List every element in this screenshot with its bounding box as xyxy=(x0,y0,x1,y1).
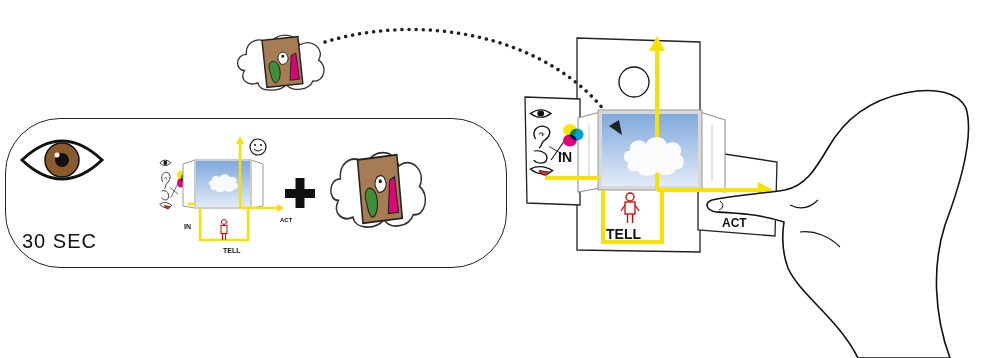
thumbnail xyxy=(719,201,723,210)
smiley xyxy=(250,139,266,155)
window xyxy=(600,112,700,188)
summary-box: 30 SEC IN ACT TELL xyxy=(5,118,507,268)
art-part xyxy=(260,144,262,146)
panel-label: IN xyxy=(184,223,191,230)
senses-icons xyxy=(160,160,188,209)
highlight xyxy=(55,153,60,158)
shutter xyxy=(251,160,263,208)
panel-label: IN xyxy=(558,150,572,164)
mini-card xyxy=(160,136,284,240)
thought-cloud xyxy=(238,35,324,90)
art-part xyxy=(223,234,226,241)
eye-icon xyxy=(22,141,102,179)
arrowheads xyxy=(236,136,284,212)
panel-label: TELL xyxy=(606,227,641,241)
window-card: IN ACT TELL xyxy=(156,141,306,259)
arrowhead xyxy=(609,120,622,135)
art-part xyxy=(250,139,266,155)
window xyxy=(195,160,251,208)
art-part xyxy=(625,202,635,214)
eye-outline xyxy=(22,141,102,179)
arrowheads xyxy=(649,36,773,198)
shutter xyxy=(183,160,195,208)
hand-outline xyxy=(707,91,968,358)
panel-label: ACT xyxy=(280,217,292,223)
dotted-arrow xyxy=(325,29,615,125)
art-part xyxy=(626,193,634,201)
shutter-pane xyxy=(712,124,713,182)
thought-cloud xyxy=(331,153,426,227)
card-panel xyxy=(577,38,700,252)
senses-icons xyxy=(530,110,583,175)
art-part xyxy=(222,220,227,225)
art-part xyxy=(254,149,262,151)
art-part xyxy=(285,189,315,198)
card-panel xyxy=(698,150,777,236)
flow-lines xyxy=(545,50,760,242)
card-panel xyxy=(525,97,580,205)
cloud xyxy=(209,174,238,192)
shutter-pane xyxy=(589,124,590,180)
hand-crease xyxy=(790,200,840,247)
art-part xyxy=(254,144,256,146)
hand xyxy=(707,91,968,358)
flow-lines xyxy=(188,142,280,240)
duration-label: 30 SEC xyxy=(22,231,97,251)
circle-mark xyxy=(619,67,649,97)
panel-label: ACT xyxy=(722,217,747,229)
big-window xyxy=(578,110,725,192)
art-part xyxy=(221,226,227,234)
person-icon xyxy=(621,193,639,223)
art-part xyxy=(621,205,639,223)
window-frame xyxy=(598,110,702,190)
pupil xyxy=(55,153,69,167)
cloud xyxy=(624,137,684,176)
iris xyxy=(45,143,79,177)
panel-label: TELL xyxy=(223,247,241,254)
shutter xyxy=(700,112,725,192)
plus-sign xyxy=(285,178,315,208)
art-part xyxy=(296,178,305,208)
window-card: IN ACT TELL xyxy=(520,36,782,256)
shutter xyxy=(578,112,600,192)
person-icon xyxy=(221,220,227,241)
